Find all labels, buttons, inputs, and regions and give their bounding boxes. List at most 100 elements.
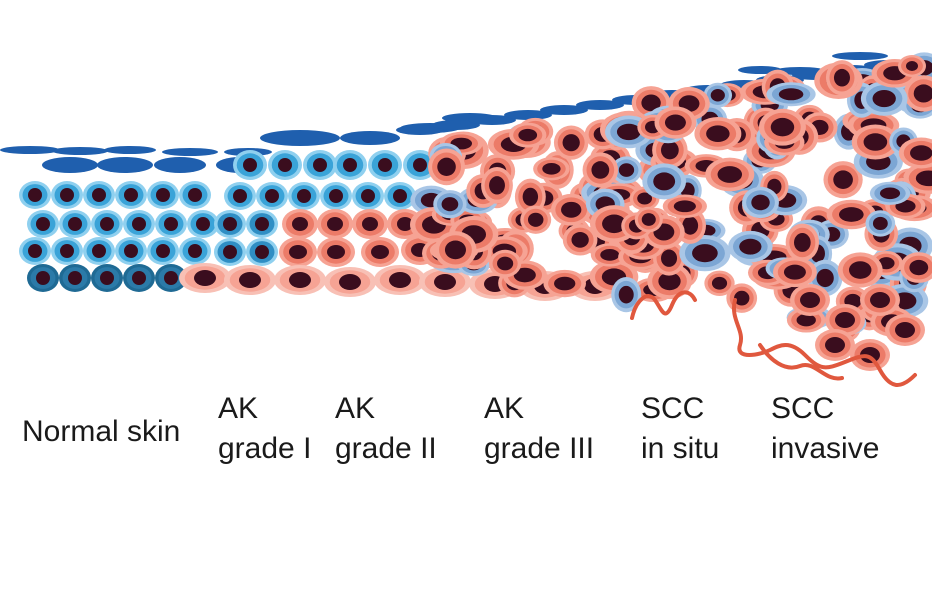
normal-cell [59,264,91,292]
atypical-cell [654,106,697,139]
basal-cell [374,265,426,295]
atypical-blue-cell [703,82,733,108]
invasion-strand [731,298,917,387]
atypical-cell [899,252,932,283]
normal-cell [320,182,352,210]
atypical-cell [279,237,317,267]
atypical-blue-cell [865,210,896,237]
normal-cell [403,150,437,180]
atypical-blue-cell [642,163,687,200]
normal-cell [256,182,288,210]
invasive-cell [790,284,830,316]
invasive-cell [815,329,855,361]
basal-cell [419,267,471,297]
atypical-cell [825,60,858,96]
atypical-blue-cell [433,190,467,219]
atypical-cell [488,249,522,278]
flattened-cell [832,52,888,60]
normal-cell [83,181,115,209]
atypical-cell [903,75,932,112]
normal-cell [91,210,123,238]
normal-cell [333,150,367,180]
atypical-cell [434,231,477,269]
flattened-cell [154,157,206,173]
atypical-cell [871,58,919,88]
atypical-cell [662,194,707,219]
atypical-blue-cell [728,230,773,263]
label-ak-grade-3: AK grade III [484,392,595,465]
label-ak-grade-2: AK grade II [335,392,437,465]
basal-cell [324,267,376,297]
normal-cell [115,181,147,209]
atypical-cell [694,116,742,151]
normal-cell [384,182,416,210]
normal-cell [179,237,211,265]
normal-cell [19,237,51,265]
flattened-cell [52,147,108,155]
atypical-cell [759,108,806,146]
atypical-blue-cell [869,181,911,205]
invasion-strand [630,290,697,320]
basal-cell [179,263,231,293]
normal-cell [214,238,246,266]
atypical-cell [634,206,663,233]
flattened-cell [468,115,516,125]
atypical-cell [705,157,755,192]
normal-cell [83,237,115,265]
invasive-cell [860,284,900,316]
atypical-cell [826,199,876,230]
flattened-cell [576,100,624,110]
atypical-cell [837,252,883,288]
tissue-illustration [0,52,932,387]
flattened-cell [42,157,98,173]
invasive-cell [850,339,890,371]
normal-cell [224,182,256,210]
normal-cell [246,210,278,238]
normal-cell [303,150,337,180]
atypical-cell [533,157,570,181]
atypical-cell [898,55,926,77]
atypical-cell [509,122,547,148]
normal-cell [187,210,219,238]
atypical-cell [562,224,598,256]
normal-cell [115,237,147,265]
atypical-cell [550,193,592,226]
flattened-cell [260,130,340,146]
normal-cell [179,181,211,209]
flattened-cell [432,120,480,130]
normal-cell [246,238,278,266]
invasion-strand [758,343,844,381]
atypical-cell [520,205,552,234]
flattened-cell [504,110,552,120]
atypical-blue-cell [766,82,816,107]
atypical-blue-cell [611,156,642,184]
label-ak-grade-1: AK grade I [218,392,312,465]
atypical-cell [652,131,688,169]
label-scc-invasive: SCC invasive [771,392,880,465]
atypical-blue-cell [742,186,779,219]
normal-cell [27,210,59,238]
normal-cell [368,150,402,180]
invasive-cell [825,304,865,336]
normal-cell [59,210,91,238]
flattened-cell [396,125,444,135]
normal-cell [214,210,246,238]
normal-cell [268,150,302,180]
basal-cell [224,265,276,295]
atypical-cell [785,223,820,262]
atypical-cell [481,166,513,204]
normal-cell [233,150,267,180]
atypical-cell [772,257,817,288]
normal-cell [155,264,187,292]
basal-cell [274,265,326,295]
normal-cell [91,264,123,292]
atypical-blue-cell [611,277,642,313]
normal-cell [155,210,187,238]
atypical-blue-cell [679,234,731,272]
atypical-cell [543,269,587,298]
atypical-cell [647,263,692,300]
normal-cell [147,237,179,265]
label-scc-in-situ: SCC in situ [641,392,720,465]
atypical-cell [428,148,466,186]
atypical-cell [898,137,932,169]
